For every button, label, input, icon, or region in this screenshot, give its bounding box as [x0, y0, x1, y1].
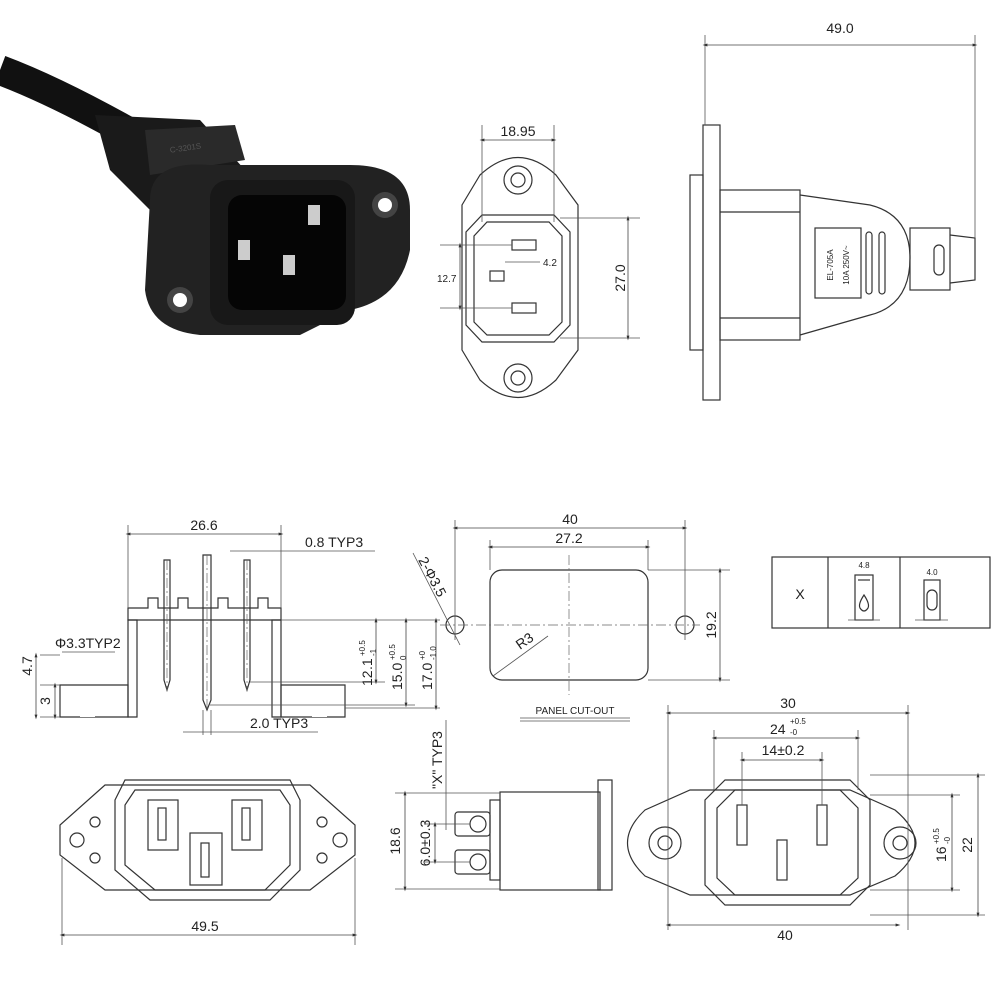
dim-12-upper: +0.5 [358, 640, 367, 656]
dim-15-lower: 0 [399, 655, 408, 660]
panel-cutout-drawing: 40 27.2 19.2 2-Φ3.5 R3 PANEL CUT-OUT [412, 511, 730, 722]
dim-pin-width: 2.0 TYP3 [250, 715, 308, 731]
dim-inner-upper: +0.5 [790, 717, 806, 726]
x-table-col1: 4.8 [858, 561, 870, 570]
dim-height-upper: +0.5 [932, 828, 941, 844]
bottom-right-drawing: 30 24 +0.5 -0 14±0.2 16 +0.5 -0 22 40 [626, 695, 985, 943]
dim-overall-width: 30 [780, 695, 796, 711]
dim-inner-lower: -0 [790, 728, 798, 737]
dim-pin-gap: 6.0±0.3 [417, 819, 433, 866]
dim-cutout-height: 19.2 [703, 611, 719, 638]
front-view-drawing: 18.95 27.0 12.7 4.2 [437, 123, 640, 399]
dim-12-base: 12 [359, 670, 375, 686]
label-model: EL-705A [826, 249, 835, 281]
dim-flange-thickness: 3 [37, 697, 53, 705]
dim-pin-span: 14±0.2 [762, 742, 805, 758]
dim-hole-span: 40 [777, 927, 793, 943]
dim-total-height: 22 [959, 837, 975, 853]
dim-front-height: 27.0 [612, 264, 628, 291]
bottom-front-drawing: 49.5 [59, 779, 358, 945]
dim-radius: R3 [513, 629, 537, 652]
dim-front-width: 18.95 [500, 123, 535, 139]
panel-cutout-title: PANEL CUT-OUT [536, 706, 615, 717]
connector-photo: C-3201S [0, 55, 410, 335]
dim-hole-diameter: Φ3.3TYP2 [55, 635, 121, 651]
label-rating: 10A 250V~ [842, 245, 851, 285]
dim-15-base: 15.0 [389, 663, 405, 690]
dim-pin-spacing: 12.7 [437, 274, 457, 285]
dim-height-base: 16 [933, 846, 949, 862]
x-table: X 4.8 4.0 [771, 556, 991, 629]
dim-section-width: 26.6 [190, 517, 217, 533]
section-view-drawing: 26.6 0.8 TYP3 Φ3.3TYP2 4.7 3 12 .1 +0.5 … [19, 517, 440, 735]
dim-inner-base: 24 [770, 721, 786, 737]
bottom-side-drawing: "X" TYP3 18.6 6.0±0.3 [387, 720, 613, 892]
x-table-col2: 4.0 [926, 568, 938, 577]
side-view-drawing: EL-705A 10A 250V~ 49.0 [689, 20, 978, 401]
dim-12-lower: -1 [369, 648, 378, 656]
dim-cutout-overall: 40 [562, 511, 578, 527]
dim-pin-offset: 4.2 [543, 258, 557, 269]
x-typ-label: "X" TYP3 [429, 731, 445, 789]
dim-length: 49.0 [826, 20, 853, 36]
dim-front-overall: 49.5 [191, 918, 218, 934]
dim-15-upper: +0.5 [388, 644, 397, 660]
photo-embossed-text: C-3201S [169, 141, 202, 154]
dim-cutout-width: 27.2 [555, 530, 582, 546]
dim-12-decimal: .1 [359, 658, 375, 670]
x-table-header: X [795, 586, 805, 602]
dim-side-height: 18.6 [387, 827, 403, 854]
dim-pin-thickness: 0.8 TYP3 [305, 534, 363, 550]
dim-holes: 2-Φ3.5 [415, 554, 449, 600]
dim-17-lower: -1.0 [429, 646, 438, 660]
dim-17-upper: +0 [418, 650, 427, 660]
dim-17-base: 17.0 [419, 663, 435, 690]
dim-height-lower: -0 [943, 836, 952, 844]
dim-flange-height: 4.7 [19, 656, 35, 676]
